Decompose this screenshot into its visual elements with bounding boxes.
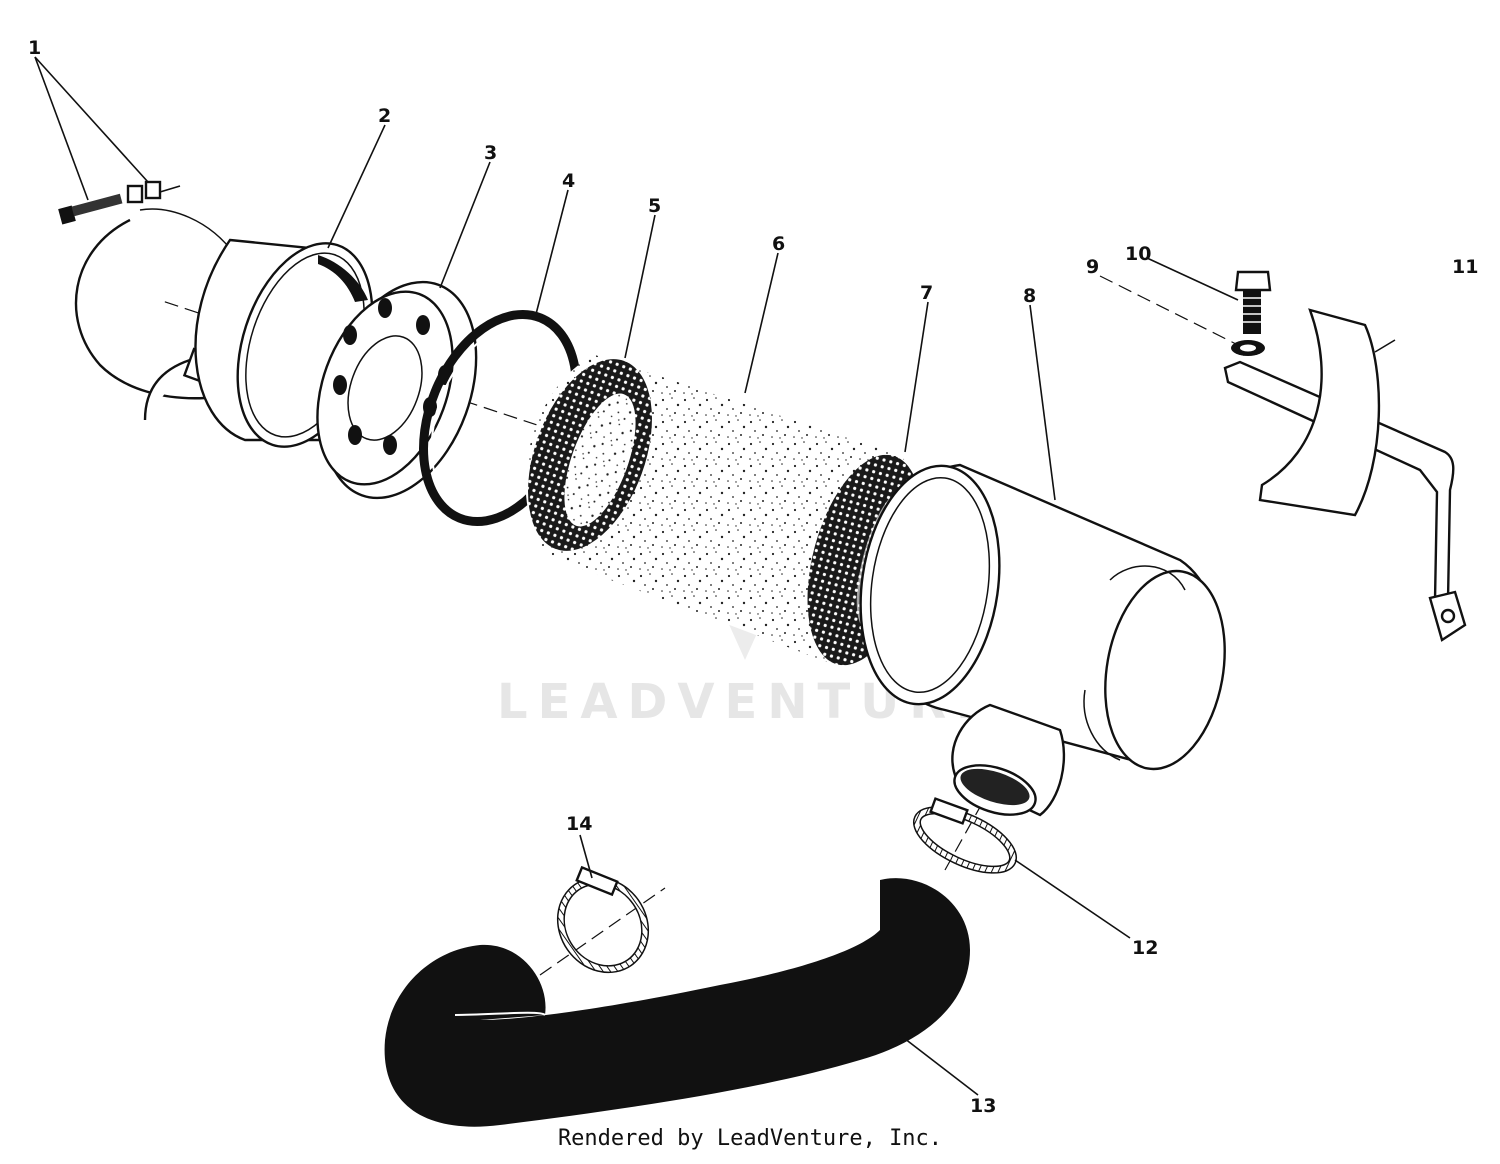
callout-12: 12 [1132,937,1158,959]
part-hex-bolt [1234,270,1272,334]
callout-5: 5 [648,195,661,217]
part-hose-clamp-upper [912,797,1018,874]
callout-7: 7 [920,282,933,304]
render-credit: Rendered by LeadVenture, Inc. [557,1126,943,1151]
part-end-cap [316,280,478,500]
callout-1: 1 [28,37,41,59]
part-bracket [1223,308,1467,642]
callout-10: 10 [1125,243,1151,265]
part-bolt [58,193,123,225]
callout-6: 6 [772,233,785,255]
callout-13: 13 [970,1095,996,1117]
callout-2: 2 [378,105,391,127]
callout-labels: 1 2 3 4 5 6 7 8 9 10 11 12 13 14 [28,37,1478,1117]
part-washer [1231,340,1265,356]
callout-14: 14 [566,813,592,835]
hose-axis-lower [539,887,666,976]
callout-3: 3 [484,142,497,164]
part-hose-clamp-lower [556,865,650,974]
callout-4: 4 [562,170,575,192]
callout-9: 9 [1086,256,1099,278]
part-housing [859,463,1226,817]
part-hose [384,878,970,1127]
callout-8: 8 [1023,285,1036,307]
callout-11: 11 [1452,256,1478,278]
callout-leaders [34,56,1396,1096]
